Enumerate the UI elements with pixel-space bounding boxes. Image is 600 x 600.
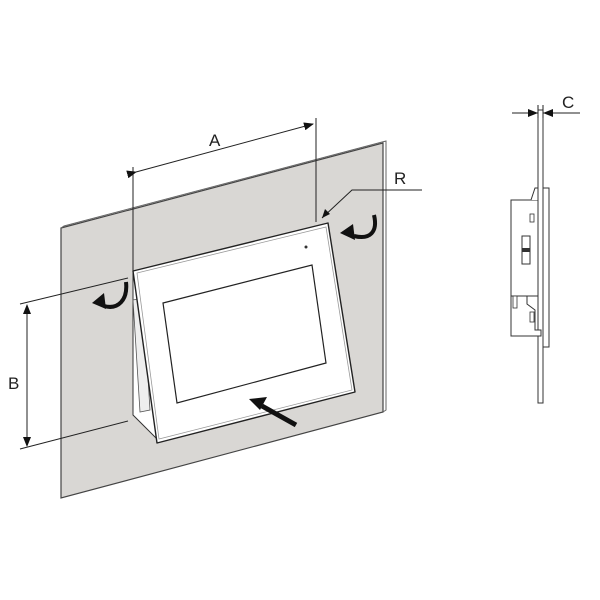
device-screen: [162, 264, 327, 404]
rotate-arrow-icon: [340, 214, 377, 240]
dimension-b: B: [8, 277, 129, 450]
touch-panel-device: [132, 222, 356, 444]
dimension-r: R: [321, 169, 422, 219]
label-r: R: [394, 169, 406, 188]
label-b: B: [8, 374, 19, 393]
label-c: C: [562, 93, 574, 112]
status-led: [304, 245, 308, 249]
push-arrow-icon: [249, 397, 298, 428]
rotate-arrow-icon: [92, 281, 129, 309]
dimension-a: A: [126, 118, 317, 271]
side-view: [510, 109, 550, 404]
label-a: A: [209, 131, 221, 150]
dimension-c: C: [512, 93, 580, 118]
